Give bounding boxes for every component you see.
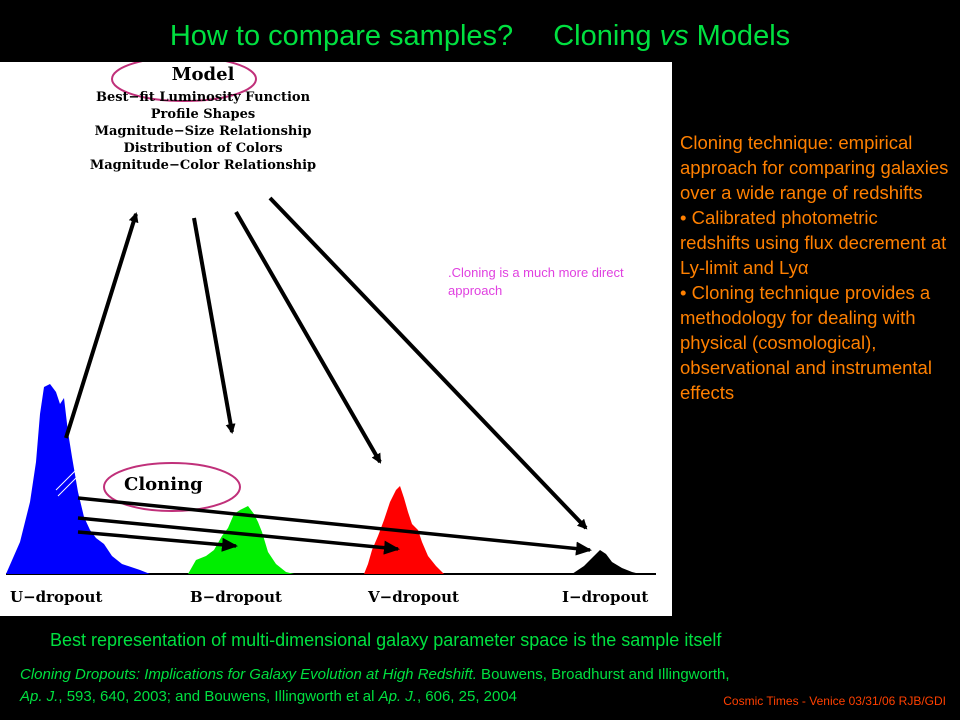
- arrow-u-to-model: [64, 212, 139, 439]
- i-dropout-histogram: [572, 550, 640, 574]
- title-cloning: Cloning: [553, 20, 660, 52]
- citation-authors: Bouwens, Broadhurst and Illingworth,: [476, 666, 730, 683]
- slide-title: How to compare samples? Cloning vs Models: [0, 20, 960, 53]
- citation-ref: , 593, 640, 2003; and Bouwens, Illingwor…: [58, 688, 379, 705]
- summary-line: Best representation of multi-dimensional…: [50, 630, 722, 650]
- citation-journal: Ap. J.: [20, 688, 59, 705]
- title-question: How to compare samples?: [169, 20, 514, 52]
- model-ellipse: [111, 62, 257, 102]
- photometric-text: • Calibrated photometric redshifts using…: [680, 207, 947, 278]
- arrow-model-to-i: [268, 196, 588, 530]
- right-text-block: Cloning technique: empirical approach fo…: [680, 130, 952, 405]
- v-dropout-label: V−dropout: [368, 588, 459, 606]
- u-dropout-label: U−dropout: [10, 588, 103, 606]
- i-dropout-label: I−dropout: [562, 588, 649, 606]
- footer-credit: Cosmic Times - Venice 03/31/06 RJB/GDI: [723, 694, 946, 708]
- title-vs: vs: [659, 20, 689, 52]
- arrow-u-to-b: [77, 530, 238, 552]
- citation-ref: , 606, 25, 2004: [416, 688, 518, 705]
- title-models: Models: [688, 20, 791, 52]
- model-item: Magnitude−Color Relationship: [89, 158, 317, 173]
- figure-panel: Model Best−fit Luminosity Function Profi…: [0, 62, 672, 616]
- citation-journal: Ap. J.: [378, 688, 417, 705]
- cloning-label: Cloning: [124, 474, 203, 495]
- arrow-model-to-b: [192, 217, 236, 434]
- model-items-list: Best−fit Luminosity Function Profile Sha…: [88, 89, 318, 174]
- b-dropout-histogram: [188, 506, 294, 574]
- methodology-paragraph: • Cloning technique provides a methodolo…: [680, 282, 932, 403]
- photometric-paragraph: • Calibrated photometric redshifts using…: [680, 205, 952, 280]
- model-item: Profile Shapes: [150, 107, 256, 122]
- figure-svg: [6, 62, 656, 575]
- citation-title: Cloning Dropouts: Implications for Galax…: [20, 666, 477, 683]
- arrow-u-to-v: [77, 516, 400, 555]
- arrow-model-to-v: [234, 211, 382, 464]
- arrow-u-to-i: [77, 496, 592, 556]
- model-label: Model: [171, 64, 235, 85]
- hatch-line: [57, 463, 91, 497]
- model-item: Magnitude−Size Relationship: [94, 124, 312, 139]
- cloning-note: .Cloning is a much more direct approach: [448, 264, 648, 300]
- cloning-technique-paragraph: Cloning technique: empirical approach fo…: [680, 132, 949, 203]
- hatch-line: [55, 457, 89, 491]
- model-item: Distribution of Colors: [123, 141, 283, 156]
- b-dropout-label: B−dropout: [190, 588, 282, 606]
- note-text: Cloning is a much more direct approach: [448, 265, 624, 298]
- model-item: Best−fit Luminosity Function: [95, 90, 311, 105]
- model-text-block: Model Best−fit Luminosity Function Profi…: [88, 64, 318, 174]
- cloning-ellipse: [103, 462, 241, 512]
- citation: Cloning Dropouts: Implications for Galax…: [20, 664, 730, 708]
- alpha-symbol: α: [797, 257, 809, 278]
- u-dropout-histogram: [6, 384, 150, 574]
- note-bullet: .: [448, 265, 452, 280]
